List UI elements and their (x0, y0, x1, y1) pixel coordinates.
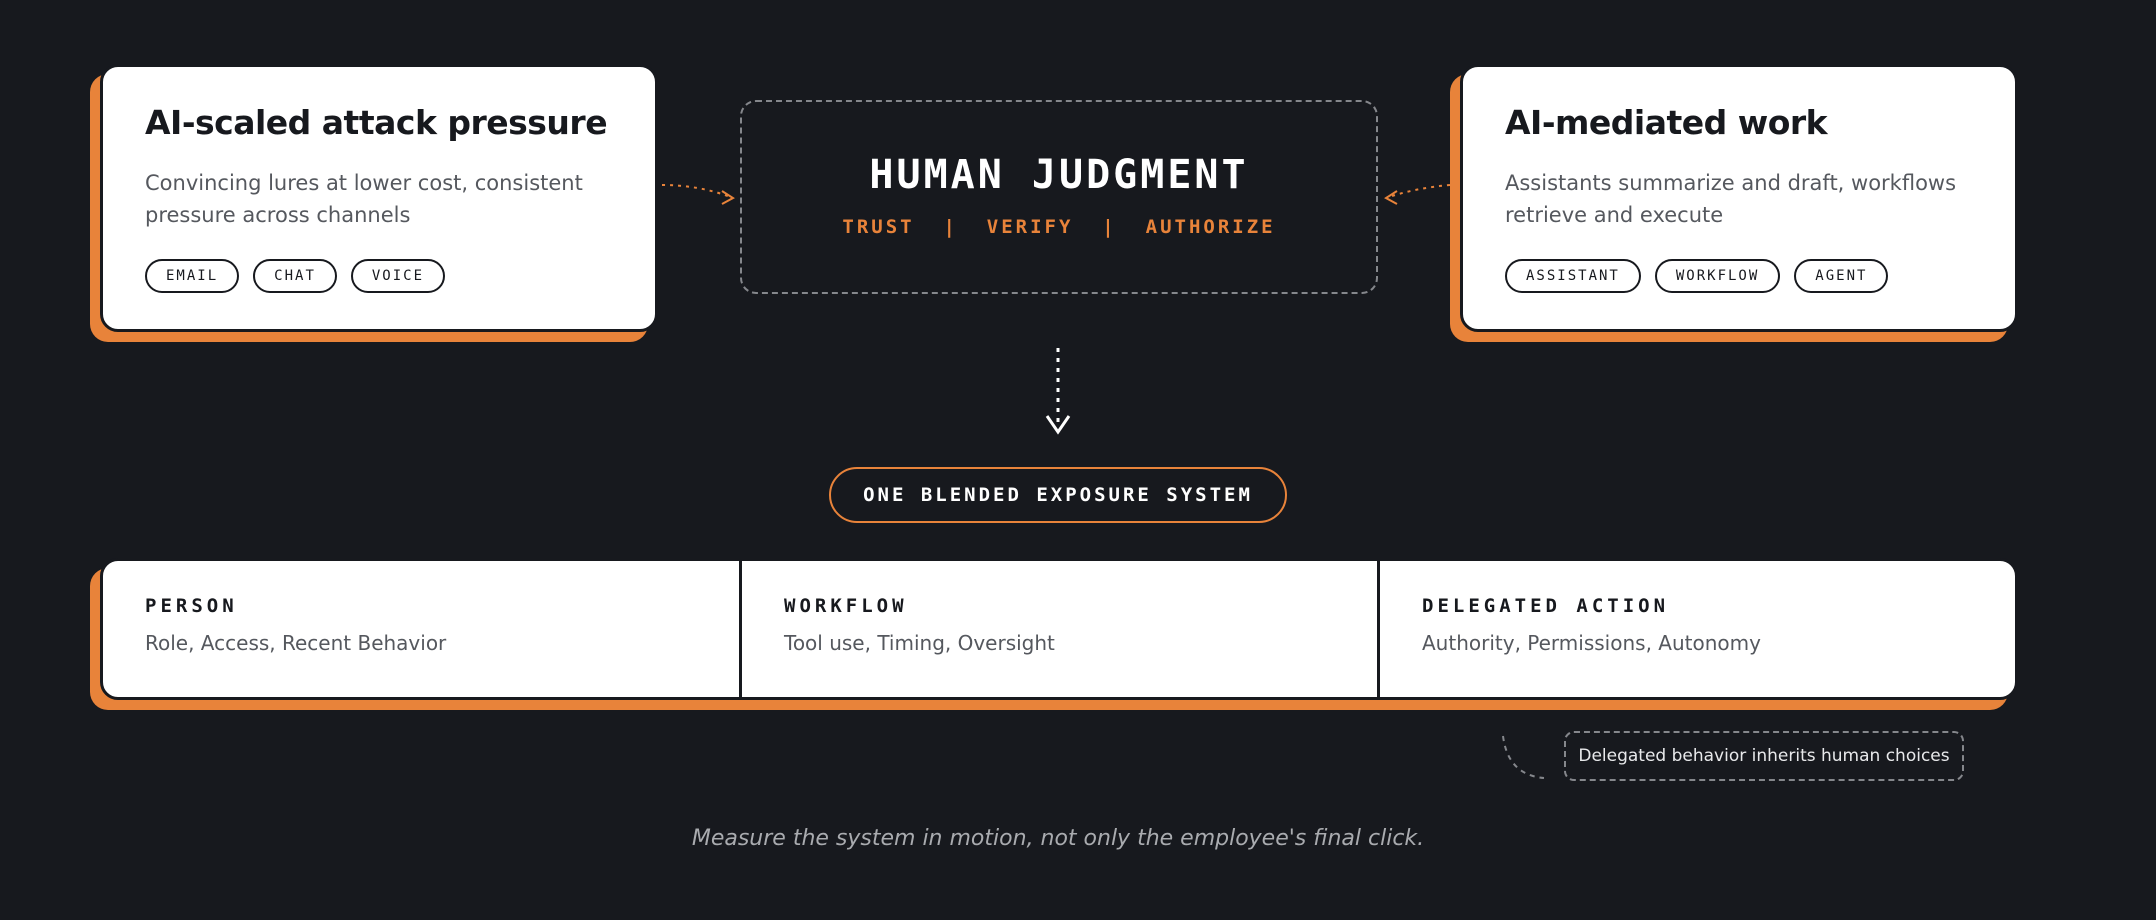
tag-workflow: WORKFLOW (1654, 259, 1781, 293)
blended-system-pill: ONE BLENDED EXPOSURE SYSTEM (829, 467, 1287, 523)
exposure-dimensions-strip: PERSON Role, Access, Recent Behavior WOR… (100, 558, 2018, 700)
human-judgment-box: HUMAN JUDGMENT TRUST | VERIFY | AUTHORIZ… (740, 100, 1378, 294)
card-title: AI-scaled attack pressure (145, 103, 608, 142)
channel-tags: EMAIL CHAT VOICE (145, 259, 446, 293)
dimension-description: Role, Access, Recent Behavior (145, 631, 447, 655)
dimension-person: PERSON Role, Access, Recent Behavior (103, 561, 739, 697)
dimension-title: PERSON (145, 595, 238, 617)
tag-chat: CHAT (253, 259, 337, 293)
dimension-title: DELEGATED ACTION (1422, 595, 1670, 617)
center-subtitle: TRUST | VERIFY | AUTHORIZE (842, 216, 1276, 238)
left-to-center-arrow (661, 184, 734, 199)
tag-agent: AGENT (1794, 259, 1889, 293)
dimension-delegated-action: DELEGATED ACTION Authority, Permissions,… (1380, 561, 2016, 697)
mediated-work-card: AI-mediated work Assistants summarize an… (1460, 64, 2018, 332)
card-description: Assistants summarize and draft, workflow… (1505, 171, 1957, 227)
center-title: HUMAN JUDGMENT (869, 152, 1249, 198)
right-arrow-head (1384, 190, 1398, 205)
dimension-workflow: WORKFLOW Tool use, Timing, Oversight (742, 561, 1378, 697)
down-arrow-head (1045, 415, 1071, 435)
note-connector (1502, 735, 1545, 779)
divider (1377, 561, 1380, 697)
dimension-description: Tool use, Timing, Oversight (784, 631, 1055, 655)
footer-caption: Measure the system in motion, not only t… (691, 826, 1425, 851)
right-to-center-arrow (1385, 184, 1451, 199)
dimension-title: WORKFLOW (784, 595, 908, 617)
dimension-description: Authority, Permissions, Autonomy (1422, 631, 1761, 655)
card-title: AI-mediated work (1505, 103, 1828, 142)
card-description: Convincing lures at lower cost, consiste… (145, 171, 583, 227)
work-tags: ASSISTANT WORKFLOW AGENT (1505, 259, 1889, 293)
divider (739, 561, 742, 697)
tag-email: EMAIL (145, 259, 240, 293)
left-arrow-head (721, 190, 735, 205)
attack-pressure-card: AI-scaled attack pressure Convincing lur… (100, 64, 658, 332)
tag-assistant: ASSISTANT (1505, 259, 1641, 293)
tag-voice: VOICE (350, 259, 446, 293)
delegation-note: Delegated behavior inherits human choice… (1564, 731, 1964, 781)
